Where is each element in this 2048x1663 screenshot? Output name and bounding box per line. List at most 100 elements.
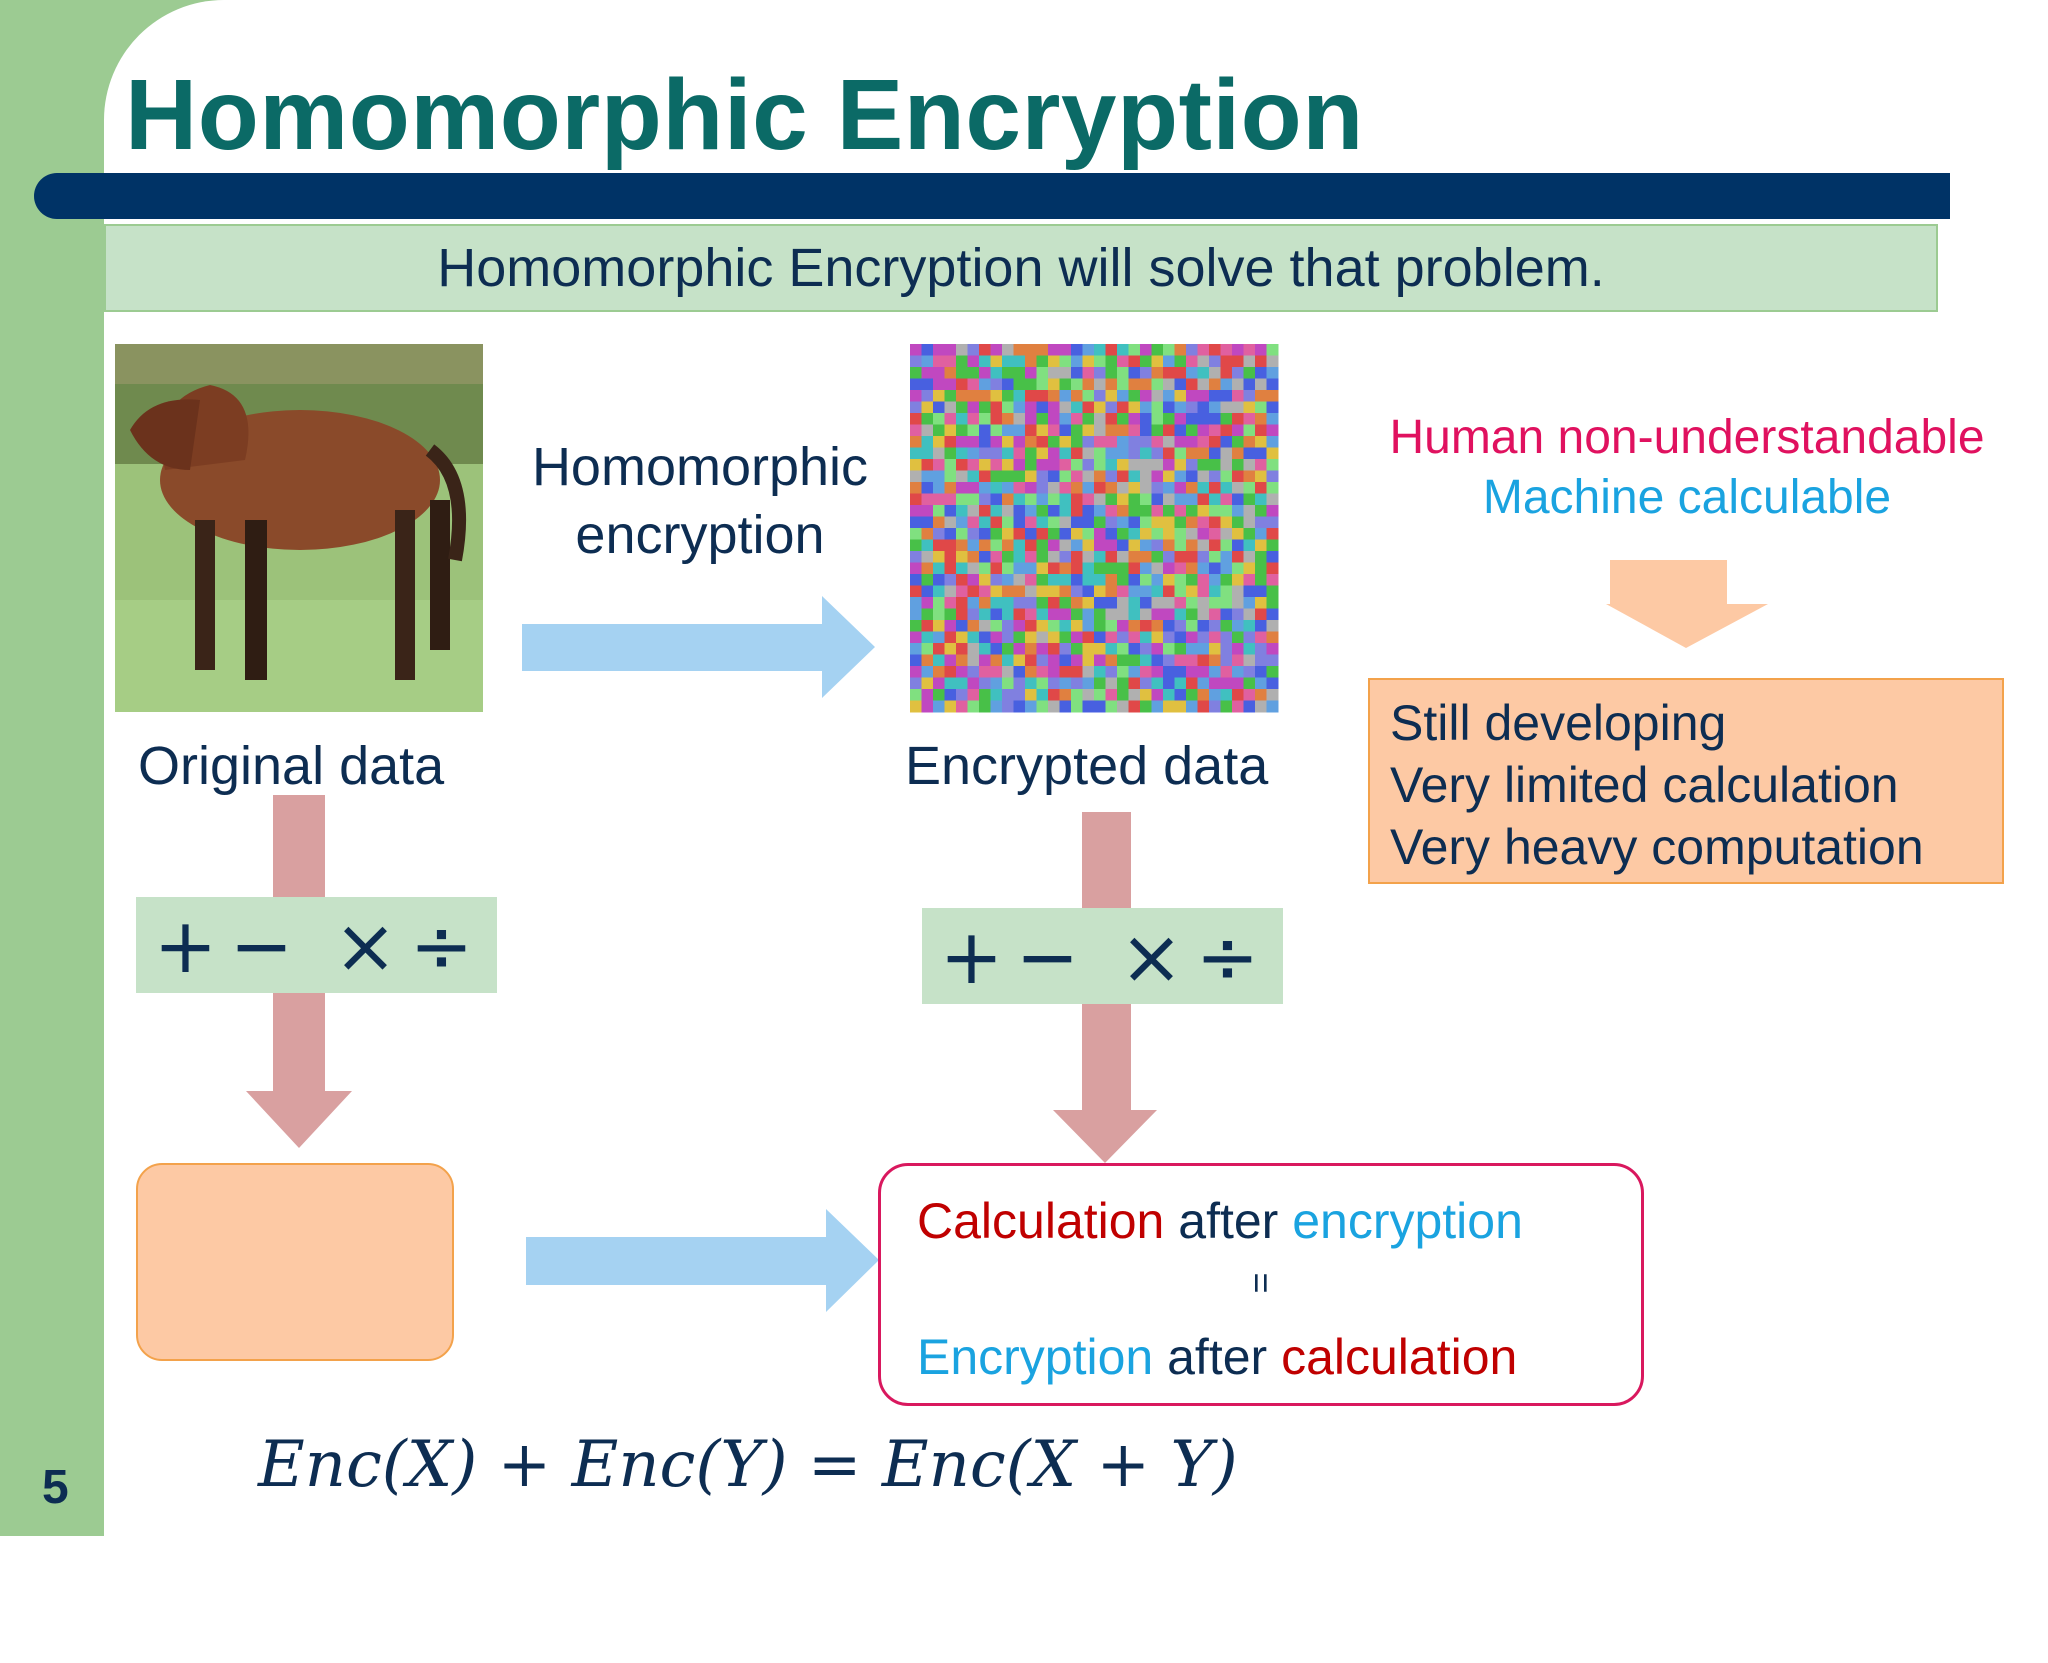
noise-pixel [945, 655, 957, 667]
noise-pixel [1083, 666, 1095, 678]
noise-pixel [910, 379, 922, 391]
noise-pixel [956, 413, 968, 425]
noise-pixel [1209, 597, 1221, 609]
noise-pixel [991, 643, 1003, 655]
noise-pixel [1094, 655, 1106, 667]
noise-pixel [1037, 344, 1049, 356]
noise-pixel [1244, 436, 1256, 448]
noise-pixel [1025, 402, 1037, 414]
noise-pixel [1083, 551, 1095, 563]
noise-pixel [1163, 367, 1175, 379]
noise-pixel [956, 436, 968, 448]
noise-pixel [1186, 459, 1198, 471]
noise-pixel [1037, 540, 1049, 552]
noise-pixel [968, 678, 980, 690]
noise-pixel [1048, 551, 1060, 563]
noise-pixel [922, 632, 934, 644]
noise-pixel [1129, 666, 1141, 678]
noise-pixel [933, 655, 945, 667]
noise-pixel [1037, 655, 1049, 667]
noise-pixel [1221, 448, 1233, 460]
noise-pixel [1221, 356, 1233, 368]
noise-pixel [933, 471, 945, 483]
noise-pixel [1267, 505, 1279, 517]
noise-pixel [1025, 655, 1037, 667]
noise-pixel [991, 425, 1003, 437]
noise-pixel [1129, 655, 1141, 667]
noise-pixel [1163, 609, 1175, 621]
noise-pixel [1198, 425, 1210, 437]
noise-pixel [1140, 551, 1152, 563]
noise-pixel [1175, 436, 1187, 448]
noise-pixel [1117, 494, 1129, 506]
noise-pixel [1002, 597, 1014, 609]
noise-pixel [1244, 379, 1256, 391]
noise-pixel [1106, 643, 1118, 655]
noise-pixel [1186, 574, 1198, 586]
noise-pixel [979, 436, 991, 448]
noise-pixel [1163, 471, 1175, 483]
noise-pixel [1209, 701, 1221, 713]
noise-pixel [1106, 597, 1118, 609]
noise-pixel [910, 689, 922, 701]
noise-pixel [956, 540, 968, 552]
noise-pixel [922, 655, 934, 667]
noise-pixel [945, 379, 957, 391]
noise-pixel [922, 379, 934, 391]
noise-pixel [1083, 494, 1095, 506]
noise-pixel [1175, 586, 1187, 598]
noise-pixel [1048, 574, 1060, 586]
minus-sign: − [1013, 912, 1089, 1001]
noise-pixel [1071, 620, 1083, 632]
noise-pixel [1175, 379, 1187, 391]
noise-pixel [1083, 597, 1095, 609]
noise-pixel [1186, 643, 1198, 655]
noise-pixel [1094, 574, 1106, 586]
noise-pixel [1198, 517, 1210, 529]
noise-pixel [1117, 643, 1129, 655]
noise-pixel [1255, 528, 1267, 540]
noise-pixel [1175, 620, 1187, 632]
noise-pixel [1129, 356, 1141, 368]
noise-pixel [1186, 379, 1198, 391]
noise-pixel [1117, 413, 1129, 425]
noise-pixel [1129, 540, 1141, 552]
noise-pixel [933, 586, 945, 598]
noise-pixel [945, 425, 957, 437]
noise-pixel [1175, 459, 1187, 471]
noise-pixel [1232, 344, 1244, 356]
noise-pixel [956, 505, 968, 517]
noise-pixel [968, 632, 980, 644]
noise-pixel [1163, 666, 1175, 678]
noise-pixel [1002, 701, 1014, 713]
noise-pixel [1117, 471, 1129, 483]
noise-pixel [991, 505, 1003, 517]
noise-pixel [945, 402, 957, 414]
noise-pixel [1083, 678, 1095, 690]
noise-pixel [1244, 701, 1256, 713]
noise-pixel [1071, 390, 1083, 402]
noise-pixel [1163, 436, 1175, 448]
noise-pixel [968, 666, 980, 678]
noise-pixel [1186, 678, 1198, 690]
noise-pixel [991, 609, 1003, 621]
noise-pixel [1244, 632, 1256, 644]
noise-pixel [1106, 505, 1118, 517]
noise-pixel [1198, 413, 1210, 425]
noise-pixel [945, 678, 957, 690]
noise-pixel [910, 528, 922, 540]
noise-pixel [933, 436, 945, 448]
noise-pixel [956, 551, 968, 563]
noise-pixel [979, 459, 991, 471]
noise-pixel [956, 390, 968, 402]
encryption-label: Homomorphic encryption [510, 433, 890, 569]
noise-pixel [1083, 643, 1095, 655]
noise-pixel [1198, 344, 1210, 356]
noise-pixel [1221, 413, 1233, 425]
noise-pixel [1232, 666, 1244, 678]
plus-sign: + [151, 901, 227, 990]
noise-pixel [1129, 482, 1141, 494]
noise-pixel [1094, 448, 1106, 460]
noise-pixel [1094, 425, 1106, 437]
noise-pixel [1094, 494, 1106, 506]
